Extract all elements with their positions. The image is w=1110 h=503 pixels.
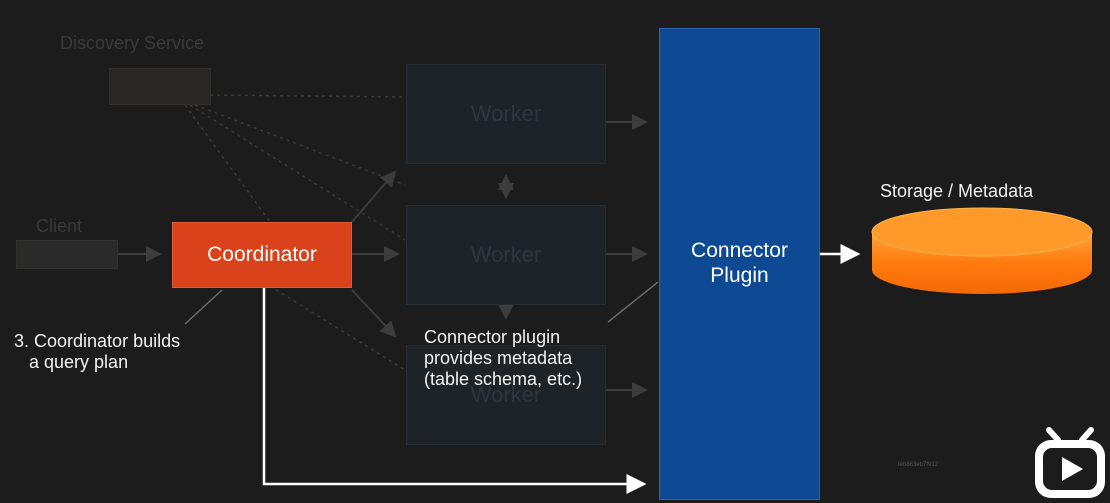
storage-title: Storage / Metadata (880, 181, 1034, 201)
dotted-line-coordinator (184, 104, 271, 223)
discovery-dotted-lines (184, 94, 406, 371)
worker-box: Worker (406, 345, 606, 445)
arrow-coordinator-worker-1 (351, 170, 397, 223)
dotted-line-worker-1 (209, 94, 406, 98)
worker-box: Worker (406, 64, 606, 164)
dotted-line-worker-3 (269, 285, 406, 371)
worker-label: Worker (470, 101, 542, 126)
arrow-coordinator-worker-3 (351, 289, 397, 338)
watermark-text: Ieb863eb7f912 (898, 462, 939, 468)
client-label: Client (36, 216, 83, 236)
worker-label: Worker (470, 382, 542, 407)
step-caption: 3. Coordinator builds a query plan (14, 331, 181, 372)
caption-pointer-coordinator (184, 289, 223, 325)
discovery-service-label: Discovery Service (60, 33, 205, 53)
coordinator-label: Coordinator (207, 243, 317, 266)
connector-plugin-box: Connector Plugin (659, 28, 820, 500)
connector-plugin-label: Connector Plugin (691, 239, 788, 287)
bilibili-play-logo-icon (1035, 427, 1105, 498)
worker-label: Worker (470, 242, 542, 267)
dotted-line-worker-2b (189, 104, 406, 241)
connector-caption: Connector plugin provides metadata (tabl… (424, 327, 583, 389)
dotted-line-worker-2 (194, 104, 406, 186)
caption-pointer-connector (607, 281, 659, 323)
client-box (16, 240, 118, 269)
storage-cylinder (871, 207, 1093, 294)
worker-box: Worker (406, 205, 606, 305)
discovery-service-box (109, 68, 211, 105)
coordinator-box: Coordinator (172, 222, 352, 288)
arrow-coordinator-connector (262, 288, 647, 494)
